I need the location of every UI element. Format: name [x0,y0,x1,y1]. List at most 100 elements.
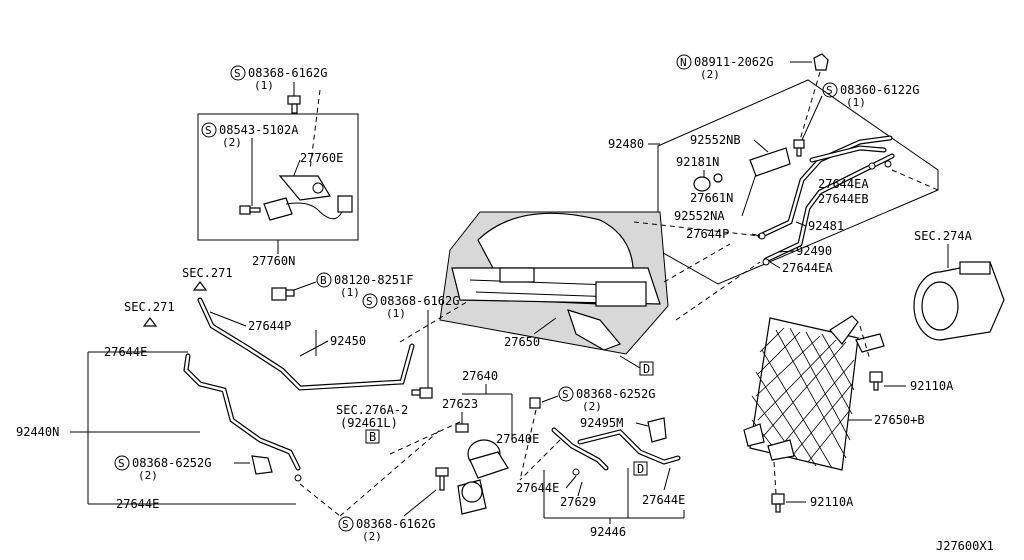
label-27650B: 27650+B [874,413,925,427]
fastener-f3: N 08911-2062G (2) [676,54,773,81]
svg-text:08543-5102A: 08543-5102A [219,123,299,137]
label-92440N: 92440N [16,425,59,439]
fastener-f6: S 08368-6162G (1) [362,293,459,320]
ref-box-D1 [639,361,654,376]
condenser-27650 [439,211,669,355]
compressor-icon [913,261,1005,341]
label-27644EB: 27644EB [818,192,869,206]
svg-text:(2): (2) [222,136,242,149]
label-27760E: 27760E [300,151,343,165]
label-27644E-left: 27644E [104,345,147,359]
svg-text:08368-6252G: 08368-6252G [576,387,655,401]
label-92461L: (92461L) [340,416,398,430]
fastener-f4: S 08360-6122G (1) [822,82,919,109]
label-27644P-top: 27644P [686,227,729,241]
svg-text:S: S [234,67,241,80]
label-27644E-c: 27644E [516,481,559,495]
fastener-f9: S 08368-6162G (2) [338,516,435,543]
svg-text:(1): (1) [386,307,406,320]
bolt-icon-mid [411,387,433,399]
pipe-92446 [551,427,681,471]
oring-icon [758,232,766,240]
label-92490: 92490 [796,244,832,258]
fastener-f1: S 08368-6162G (1) [230,65,327,92]
label-SEC271-a: SEC.271 [182,266,233,280]
svg-text:S: S [342,518,349,531]
label-92110A-1: 92110A [910,379,954,393]
ref-box-D2 [633,461,648,476]
label-92450: 92450 [330,334,366,348]
label-27629: 27629 [560,495,596,509]
pipe-92481 [757,135,895,263]
ref-box-B [365,429,380,444]
label-27650: 27650 [504,335,540,349]
bolt-icon-dryer [435,467,449,491]
label-27644E-r: 27644E [642,493,685,507]
label-SEC271-b: SEC.271 [124,300,175,314]
bolt-icon [287,95,301,114]
svg-text:(1): (1) [340,286,360,299]
svg-text:08368-6162G: 08368-6162G [380,294,459,308]
svg-text:S: S [118,457,125,470]
label-27644E-bottom: 27644E [116,497,159,511]
arrow-icon [192,281,208,291]
label-92495M: 92495M [580,416,623,430]
bolt-icon-92110A-1 [869,371,883,391]
label-27623: 27623 [442,397,478,411]
label-92181N: 92181N [676,155,719,169]
svg-text:(2): (2) [362,530,382,543]
label-27644EA-2: 27644EA [782,261,833,275]
label-92481: 92481 [808,219,844,233]
pipe-92440N [183,353,301,471]
svg-text:S: S [562,388,569,401]
label-27640E: 27640E [496,432,539,446]
fastener-f5: B 08120-8251F (1) [316,272,413,299]
svg-text:08368-6162G: 08368-6162G [356,517,435,531]
label-92480: 92480 [608,137,644,151]
label-27640: 27640 [462,369,498,383]
svg-text:(1): (1) [846,96,866,109]
insulator-icon [647,417,667,443]
svg-text:S: S [826,84,833,97]
label-27644EA-1: 27644EA [818,177,869,191]
label-SEC276A: SEC.276A-2 [336,403,408,417]
screw-icon [239,205,261,215]
oring-icon [572,468,580,476]
label-27760N: 27760N [252,254,295,268]
svg-text:D: D [637,462,644,476]
bracket-92552 [749,147,791,177]
pipe-92450 [197,297,415,391]
svg-text:08368-6162G: 08368-6162G [248,66,327,80]
svg-text:D: D [643,362,650,376]
svg-text:08368-6252G: 08368-6252G [132,456,211,470]
condenser-27650B [743,315,885,471]
oring-icon [762,258,770,266]
label-92446: 92446 [590,525,626,539]
svg-text:08360-6122G: 08360-6122G [840,83,919,97]
label-92552NB: 92552NB [690,133,741,147]
svg-text:(1): (1) [254,79,274,92]
fastener-f2: S 08543-5102A (2) [201,122,299,149]
svg-text:S: S [205,124,212,137]
label-92552NA: 92552NA [674,209,725,223]
label-92110A-2: 92110A [810,495,854,509]
svg-text:N: N [680,56,687,69]
oring-icon [294,474,302,482]
bolt-icon-right [793,139,805,157]
receiver-dryer-icon [457,439,509,515]
sensor-harness-27760E [263,175,353,221]
label-27661N: 27661N [690,191,733,205]
fastener-f8: S 08368-6252G (2) [558,386,655,413]
fastener-f7: S 08368-6252G (2) [114,455,211,482]
label-27644P-mid: 27644P [248,319,291,333]
svg-text:B: B [369,430,376,444]
svg-text:(2): (2) [582,400,602,413]
svg-text:B: B [320,274,327,287]
label-SEC274A: SEC.274A [914,229,973,243]
bolt-icon-pipeset [529,397,541,409]
oring-icon [868,162,876,170]
arrow-icon [142,317,158,327]
svg-text:08120-8251F: 08120-8251F [334,273,413,287]
